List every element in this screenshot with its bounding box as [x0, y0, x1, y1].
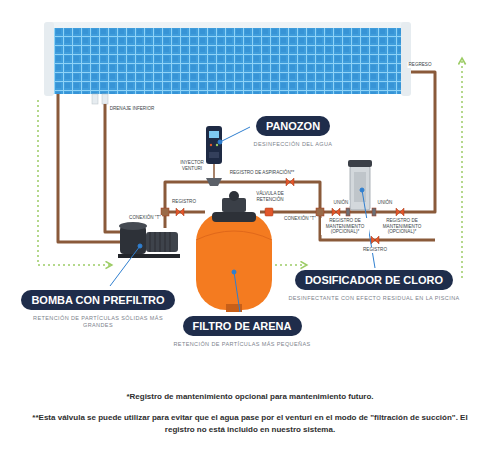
pump-label: BOMBA CON PREFILTRO RETENCIÓN DE PARTÍCUL… [21, 290, 174, 330]
part-label: CONEXIÓN "T" [283, 216, 317, 222]
chlorine-dosifier [348, 160, 372, 210]
component-title: PANOZON [256, 116, 330, 136]
part-label: INYECTOR VENTURI [178, 160, 206, 171]
part-label: UNIÓN [333, 200, 350, 206]
filter-label: FILTRO DE ARENA RETENCIÓN DE PARTÍCULAS M… [173, 316, 310, 348]
footnote: **Esta válvula se puede utilizar para ev… [30, 412, 470, 435]
component-description: DESINFECTANTE CON EFECTO RESIDUAL EN LA … [288, 295, 459, 302]
pump [118, 222, 180, 258]
part-label: REGISTRO [362, 247, 388, 253]
part-label: UNIÓN [377, 200, 394, 206]
component-title: FILTRO DE ARENA [183, 316, 302, 336]
part-label: REGISTRO DE MANTENIMIENTO (OPCIONAL)* [378, 218, 426, 235]
panozon-label: PANOZON DESINFECCIÓN DEL AGUA [254, 116, 333, 148]
pipes [58, 72, 435, 242]
part-label: DRENAJE INFERIOR [109, 106, 156, 112]
footnote: *Registro de mantenimiento opcional para… [20, 391, 480, 403]
part-label: REGISTRO [171, 199, 197, 205]
component-description: DESINFECCIÓN DEL AGUA [254, 141, 333, 148]
pool [44, 22, 411, 104]
panozon-device [206, 126, 222, 186]
part-label: REGISTRO DE ASPIRACIÓN** [229, 170, 296, 176]
part-label: REGRESO [408, 62, 433, 68]
dosifier-label: DOSIFICADOR DE CLORO DESINFECTANTE CON EF… [288, 270, 459, 302]
part-label: VÁLVULA DE RETENCIÓN [254, 191, 286, 202]
component-description: RETENCIÓN DE PARTÍCULAS MÁS PEQUEÑAS [173, 341, 310, 348]
component-title: BOMBA CON PREFILTRO [21, 290, 174, 310]
part-label: REGISTRO DE MANTENIMIENTO (OPCIONAL)* [321, 218, 369, 235]
part-label: CONEXIÓN "T" [128, 215, 162, 221]
component-description: RETENCIÓN DE PARTÍCULAS SÓLIDAS MÁS GRAN… [33, 315, 163, 330]
sand-filter [196, 191, 272, 312]
component-title: DOSIFICADOR DE CLORO [295, 270, 453, 290]
